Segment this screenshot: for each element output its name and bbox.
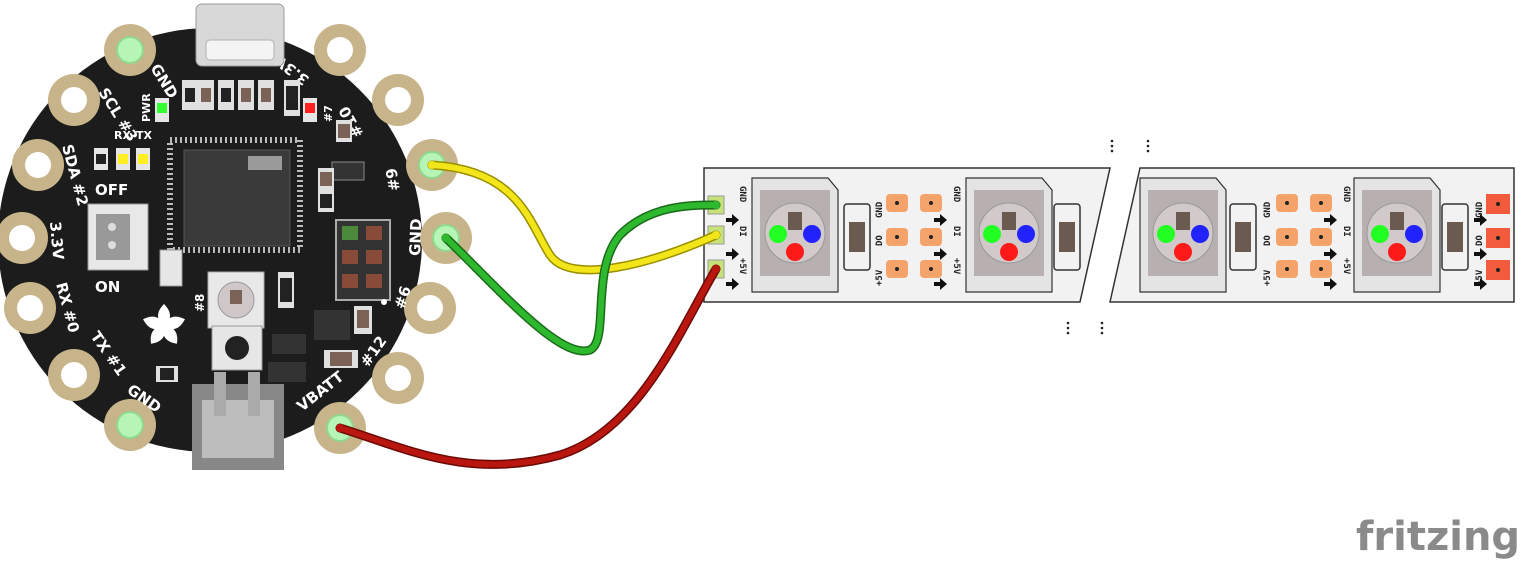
pwr-label: PWR [140,93,153,122]
seg3-gnd-out: GND [1263,201,1273,218]
label-gnd-right: GND [406,218,425,256]
tx-label: TX [136,129,153,142]
seg3-do: DO [1263,235,1273,246]
reset-button[interactable] [211,325,263,371]
break-marks [1066,139,1150,335]
pad-10[interactable] [372,74,424,126]
misc-components [156,120,372,382]
microcontroller-chip [167,137,303,253]
rx-label: RX [114,129,131,142]
onboard-neopixel: #8 [193,271,265,329]
strip-cap-4 [1441,203,1469,271]
neopixel-8-label: #8 [193,294,207,312]
usb-connector [195,3,285,67]
strip-cap-2 [1053,203,1081,271]
pad-12[interactable] [372,352,424,404]
seg1-gnd-out: GND [875,201,885,218]
cut-pads-2: GND DO +5V GND DI +5V [1263,186,1351,286]
pwr-led: PWR [140,93,169,122]
off-label: OFF [95,181,128,199]
seg1-do: DO [875,235,885,246]
label-3v3-left: 3.3V [46,221,67,261]
strip-pixel-1 [751,177,839,293]
strip-pixel-2 [965,177,1053,293]
seg4-di: DI [1341,226,1351,237]
pad-3v3-top[interactable] [314,24,366,76]
seg2-di: DI [951,226,961,237]
plus-label: ⊕ [170,445,187,469]
strip-out-do: DO [1475,235,1485,246]
led-7-label: #7 [322,105,335,122]
strip-in-5v-label: +5V [737,258,747,275]
direction-arrows [726,214,1487,290]
pad-6[interactable] [404,282,456,334]
seg2-gnd-in: GND [951,186,961,203]
fritzing-logo: fritzing [1356,514,1520,560]
seg1-5v-out: +5V [875,269,885,286]
strip-in-gnd-label: GND [737,186,747,203]
circuit-playground-board: GND SCL #3 SDA #2 3.3V RX #0 TX #1 GND V… [0,3,472,470]
rx-tx-leds: RX TX [94,129,153,170]
strip-pixel-4 [1353,177,1441,293]
pad-rx[interactable] [4,282,56,334]
strip-in-di-label: DI [737,226,747,237]
seg3-5v-out: +5V [1263,269,1273,286]
pad-3v3-left[interactable] [0,212,48,264]
pad-gnd-bottom[interactable] [104,399,156,451]
seg2-5v-in: +5V [951,258,961,275]
cut-pads-1: GND DO +5V GND DI +5V [875,186,961,286]
resistor-row [182,80,300,116]
label-9: #9 [382,167,404,193]
minus-label: ⊖ [284,445,301,469]
pad-tx[interactable] [48,349,100,401]
strip-pixel-3 [1139,177,1227,293]
adafruit-flower-logo [143,304,185,344]
battery-connector: ⊕ ⊖ [170,372,301,470]
strip-output-pads: GND DO +5V [1475,194,1510,286]
led-strip: GND DI +5V [703,139,1515,335]
on-label: ON [95,278,120,296]
header-block [335,219,391,305]
pad-sda[interactable] [12,139,64,191]
wires [335,160,721,469]
board-pads [0,24,472,454]
led-7: #7 [303,98,335,122]
strip-cap-1 [843,203,871,271]
strip-out-5v: +5V [1475,269,1485,286]
seg4-5v-in: +5V [1341,258,1351,275]
power-switch[interactable]: OFF ON [87,181,149,296]
pad-scl[interactable] [48,74,100,126]
pad-gnd-top[interactable] [104,24,156,76]
seg4-gnd-in: GND [1341,186,1351,203]
strip-cap-3 [1229,203,1257,271]
strip-out-gnd: GND [1475,201,1485,218]
